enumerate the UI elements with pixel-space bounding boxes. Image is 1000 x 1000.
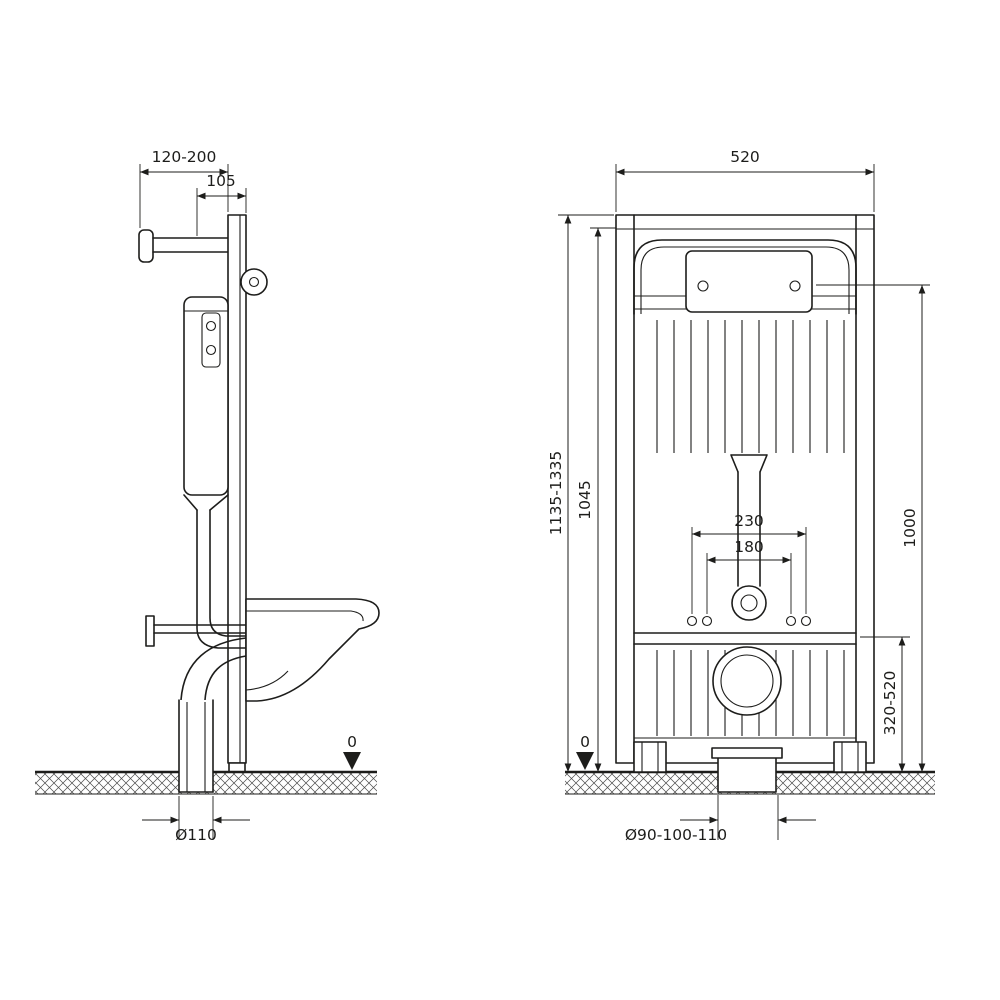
dim-total-height-range: 1135-1335 bbox=[547, 451, 565, 536]
dim-fixing-outer: 230 bbox=[734, 512, 764, 530]
front-view bbox=[615, 214, 875, 764]
ground-level-marker-right: 0 bbox=[576, 733, 594, 770]
dim-outlet-diameter-side: Ø110 bbox=[175, 826, 217, 844]
drain-elbow-inner bbox=[204, 655, 247, 701]
dim-outlet-height-range: 320-520 bbox=[881, 671, 899, 736]
flush-elbow bbox=[731, 585, 767, 621]
floor-level-label-right: 0 bbox=[580, 733, 590, 751]
toilet-bowl bbox=[245, 598, 380, 702]
flush-bend-side bbox=[240, 268, 268, 296]
dim-cistern-depth: 105 bbox=[206, 172, 236, 190]
dim-frame-width: 520 bbox=[730, 148, 760, 166]
dimensions-front: 520 1135-1335 1045 1000 320-520 230 180 bbox=[547, 148, 930, 844]
ground-triangle-right bbox=[576, 752, 594, 770]
cistern-side bbox=[183, 296, 229, 496]
wall-bracket bbox=[138, 229, 229, 263]
mounting-rod bbox=[145, 615, 247, 647]
dim-frame-height: 1045 bbox=[576, 480, 594, 519]
dimensions-side: 120-200 105 Ø110 bbox=[139, 148, 250, 844]
waste-pipe-front bbox=[711, 747, 783, 793]
frame-rail-side bbox=[227, 214, 247, 764]
drain-pipe-side bbox=[178, 699, 214, 793]
dim-panel-height: 1000 bbox=[901, 508, 919, 547]
ground-level-marker-left: 0 bbox=[343, 733, 361, 770]
dim-outlet-diameter-range: Ø90-100-110 bbox=[625, 826, 727, 844]
side-view bbox=[138, 214, 380, 773]
drain-elbow-outer bbox=[180, 637, 247, 701]
fixing-bolt-holes bbox=[686, 615, 812, 627]
adjustable-feet bbox=[633, 741, 867, 773]
drain-outlet bbox=[712, 646, 782, 716]
floor-level-label-left: 0 bbox=[347, 733, 357, 751]
upper-slats bbox=[656, 320, 845, 453]
dim-depth-range: 120-200 bbox=[152, 148, 217, 166]
rail-foot-side bbox=[228, 762, 246, 773]
dim-fixing-inner: 180 bbox=[734, 538, 764, 556]
flush-plate bbox=[685, 250, 813, 313]
ground-triangle-left bbox=[343, 752, 361, 770]
flush-pipe-side bbox=[183, 494, 247, 649]
